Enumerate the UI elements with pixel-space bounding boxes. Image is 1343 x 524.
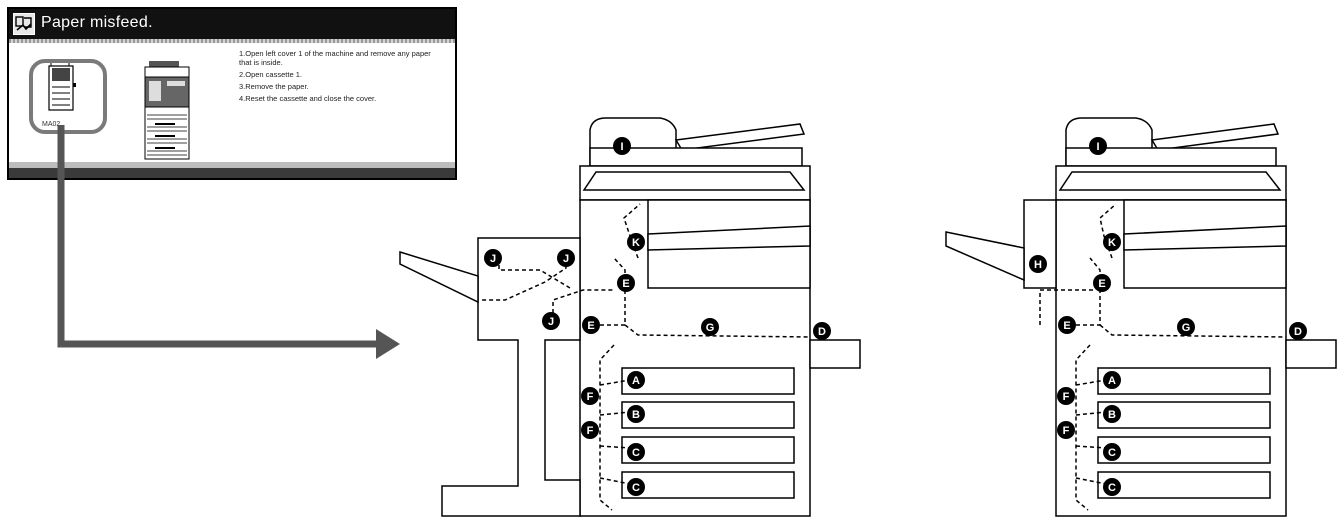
- svg-text:F: F: [1063, 391, 1070, 403]
- marker-bubble: F: [1057, 421, 1075, 439]
- svg-text:C: C: [1108, 482, 1116, 494]
- svg-text:D: D: [818, 326, 826, 338]
- svg-text:B: B: [1108, 409, 1116, 421]
- svg-text:G: G: [1182, 322, 1191, 334]
- marker-bubble: E: [582, 316, 600, 334]
- machine-model-label: MA02: [42, 121, 61, 128]
- marker-bubble: C: [1103, 443, 1121, 461]
- marker-bubble: E: [1058, 316, 1076, 334]
- marker-bubble: J: [542, 312, 560, 330]
- connector-arrow: [57, 125, 400, 359]
- svg-text:J: J: [548, 316, 554, 328]
- svg-text:E: E: [1063, 320, 1070, 332]
- marker-bubble: F: [581, 421, 599, 439]
- svg-text:H: H: [1034, 259, 1042, 271]
- marker-bubble: B: [627, 405, 645, 423]
- svg-text:A: A: [1108, 375, 1116, 387]
- svg-text:F: F: [587, 391, 594, 403]
- svg-text:G: G: [706, 322, 715, 334]
- operation-panel: Paper misfeed. MA02: [7, 7, 457, 180]
- instruction-step: 2.Open cassette 1.: [239, 70, 302, 79]
- machine-with-finisher: [399, 117, 861, 517]
- marker-bubble: I: [1089, 137, 1107, 155]
- panel-divider: [9, 39, 455, 43]
- marker-bubble: C: [627, 443, 645, 461]
- marker-bubble: E: [1093, 274, 1111, 292]
- marker-bubble: C: [1103, 478, 1121, 496]
- marker-bubble: K: [1103, 233, 1121, 251]
- svg-text:F: F: [1063, 425, 1070, 437]
- svg-text:I: I: [620, 141, 623, 153]
- panel-title: Paper misfeed.: [41, 14, 153, 31]
- marker-bubble: J: [557, 249, 575, 267]
- marker-bubble: B: [1103, 405, 1121, 423]
- machine-thumbnail-large: [137, 61, 197, 161]
- marker-bubble: C: [627, 478, 645, 496]
- marker-bubble: D: [1289, 322, 1307, 340]
- instruction-step: 4.Reset the cassette and close the cover…: [239, 94, 377, 103]
- marker-bubble: F: [1057, 387, 1075, 405]
- panel-bottom-bar: [9, 168, 455, 178]
- svg-text:J: J: [490, 253, 496, 265]
- svg-text:D: D: [1294, 326, 1302, 338]
- marker-bubble: D: [813, 322, 831, 340]
- paper-jam-icon: [13, 13, 35, 35]
- marker-bubble: A: [627, 371, 645, 389]
- marker-bubble: E: [617, 274, 635, 292]
- svg-text:E: E: [587, 320, 594, 332]
- svg-text:C: C: [1108, 447, 1116, 459]
- svg-text:K: K: [632, 237, 640, 249]
- svg-text:B: B: [632, 409, 640, 421]
- marker-bubble: I: [613, 137, 631, 155]
- instruction-step: 3.Remove the paper.: [239, 82, 309, 91]
- instruction-step: 1.Open left cover 1 of the machine and r…: [239, 49, 431, 67]
- svg-text:C: C: [632, 482, 640, 494]
- svg-text:A: A: [632, 375, 640, 387]
- svg-text:C: C: [632, 447, 640, 459]
- marker-bubble: J: [484, 249, 502, 267]
- machine-with-job-separator: [945, 117, 1337, 517]
- marker-bubble: G: [1177, 318, 1195, 336]
- selection-highlight: [29, 59, 107, 134]
- svg-text:I: I: [1096, 141, 1099, 153]
- svg-text:F: F: [587, 425, 594, 437]
- panel-status-strip: [9, 162, 455, 168]
- svg-text:K: K: [1108, 237, 1116, 249]
- marker-bubble: G: [701, 318, 719, 336]
- svg-text:J: J: [563, 253, 569, 265]
- panel-titlebar: Paper misfeed.: [9, 9, 455, 39]
- instruction-list: 1.Open left cover 1 of the machine and r…: [239, 49, 439, 106]
- svg-text:E: E: [1098, 278, 1105, 290]
- marker-bubble: F: [581, 387, 599, 405]
- marker-bubble: H: [1029, 255, 1047, 273]
- svg-text:E: E: [622, 278, 629, 290]
- marker-bubble: K: [627, 233, 645, 251]
- marker-bubble: A: [1103, 371, 1121, 389]
